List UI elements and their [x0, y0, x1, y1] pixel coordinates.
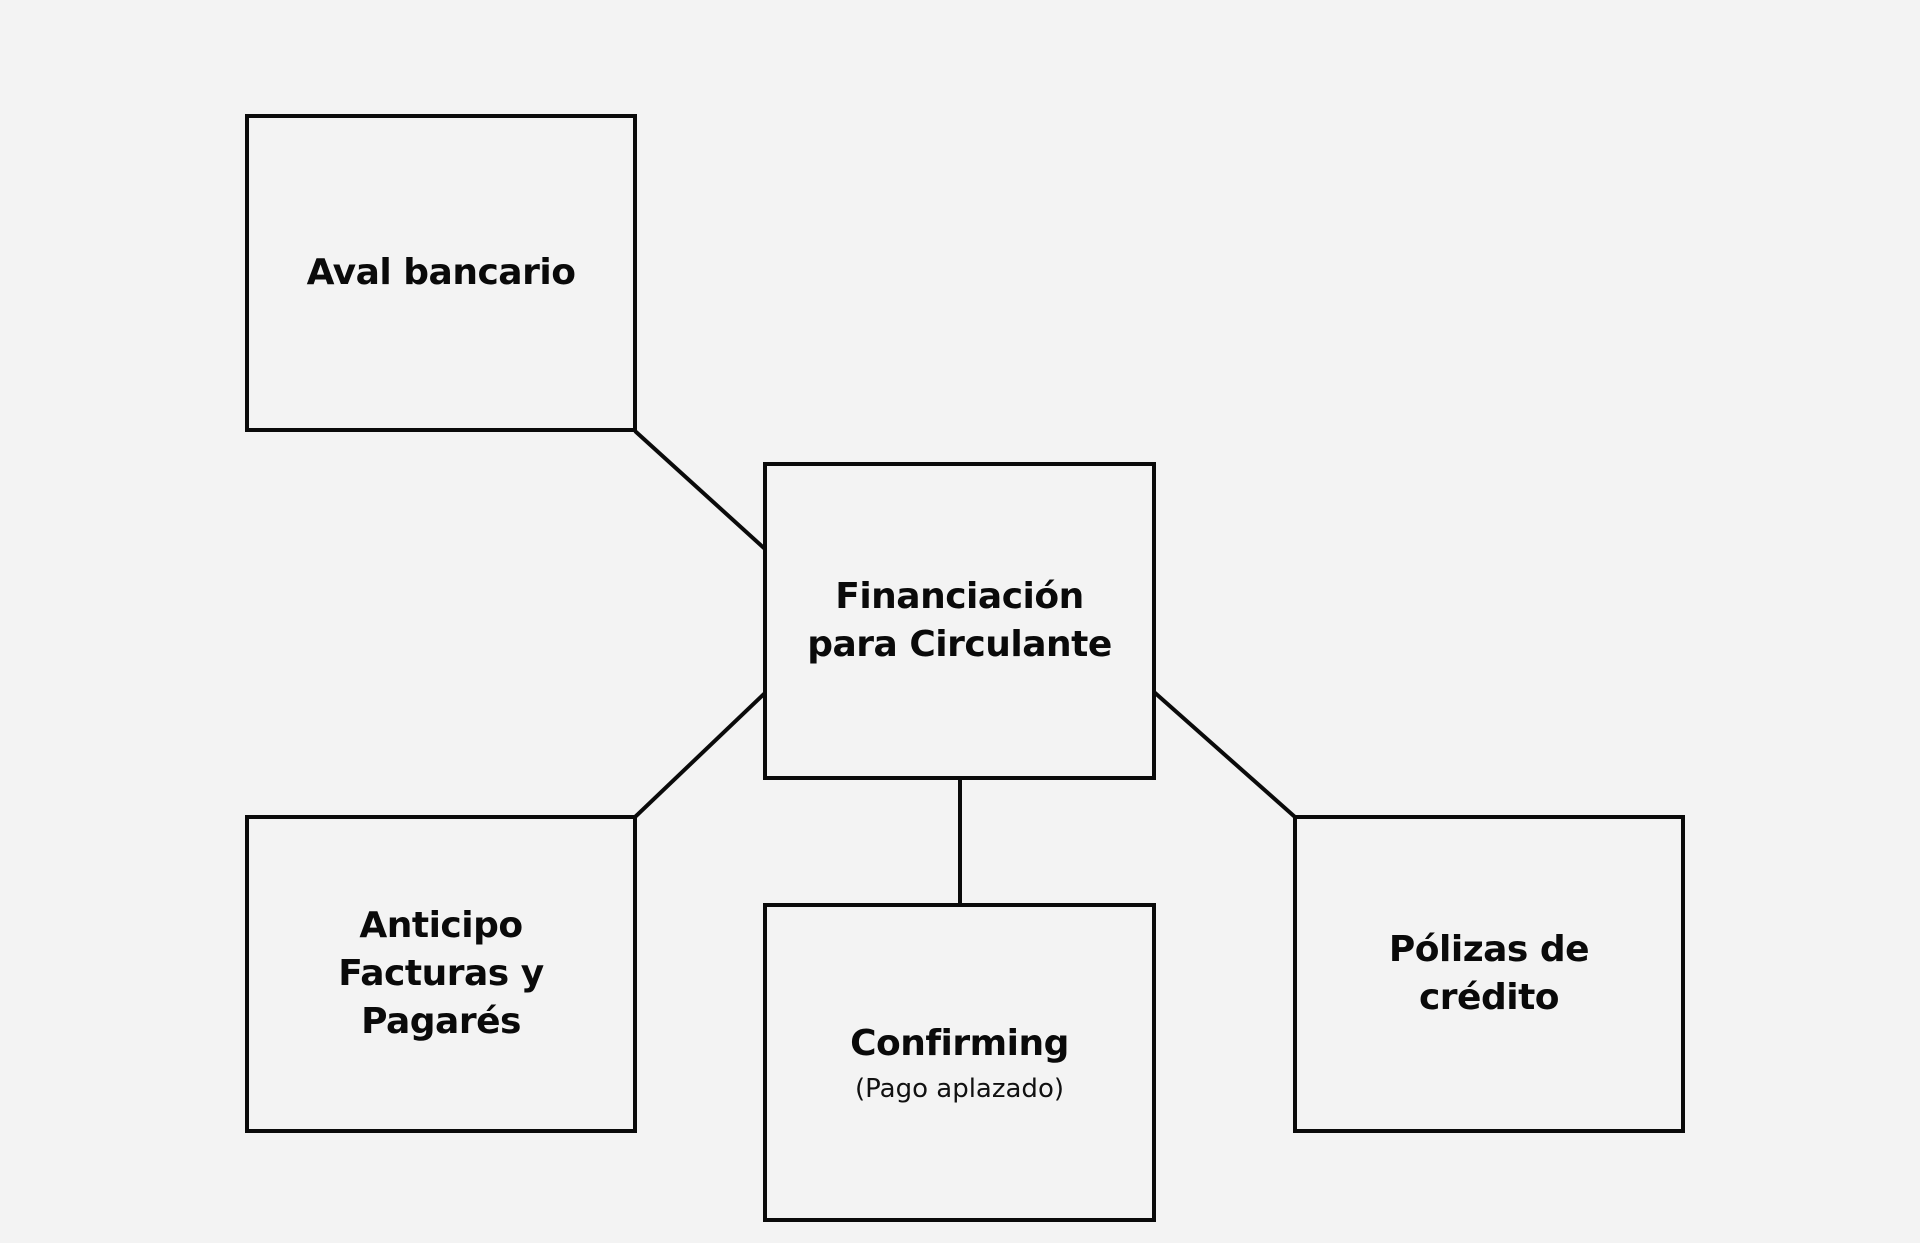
- node-title: Confirming: [850, 1022, 1069, 1064]
- node-subtitle: (Pago aplazado): [855, 1073, 1064, 1104]
- node-title: Pólizas de crédito: [1388, 929, 1590, 1018]
- node-polizas-credito: Pólizas de crédito: [1293, 815, 1685, 1133]
- node-title: Aval bancario: [306, 252, 576, 293]
- center-node-title: Financiación para Circulante: [807, 576, 1112, 665]
- node-financiacion-circulante: Financiación para Circulante: [763, 462, 1156, 780]
- node-anticipo-facturas: Anticipo Facturas y Pagarés: [245, 815, 637, 1133]
- node-aval-bancario: Aval bancario: [245, 114, 637, 432]
- connector-center-to-polizas: [1152, 690, 1297, 819]
- connector-center-to-aval: [633, 429, 767, 551]
- node-title: Anticipo Facturas y Pagarés: [338, 905, 544, 1042]
- connector-center-to-anticipo: [633, 691, 767, 819]
- node-confirming: Confirming (Pago aplazado): [763, 903, 1156, 1222]
